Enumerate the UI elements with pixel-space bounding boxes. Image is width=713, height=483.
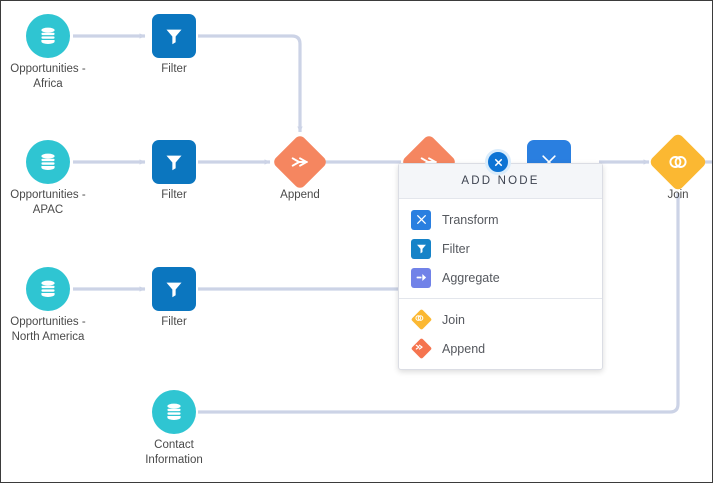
merge-arrow-icon-wrap bbox=[410, 337, 432, 360]
menu-item-label: Aggregate bbox=[442, 270, 500, 285]
aggregate-icon bbox=[411, 267, 431, 288]
join-circles-icon-wrap bbox=[410, 308, 432, 331]
funnel-icon bbox=[152, 140, 196, 184]
node-label: Append bbox=[280, 189, 320, 201]
database-icon bbox=[26, 267, 70, 311]
menu-item-transform[interactable]: Transform bbox=[399, 205, 602, 234]
database-icon bbox=[26, 140, 70, 184]
database-icon bbox=[152, 390, 196, 434]
menu-item-aggregate[interactable]: Aggregate bbox=[399, 263, 602, 292]
close-icon[interactable] bbox=[485, 149, 511, 175]
join-circles-icon bbox=[648, 132, 708, 192]
menu-item-filter[interactable]: Filter bbox=[399, 234, 602, 263]
node-label: Filter bbox=[161, 316, 187, 328]
menu-item-label: Transform bbox=[442, 212, 499, 227]
node-label: Opportunities - North America bbox=[10, 316, 86, 343]
node-label: Join bbox=[667, 189, 689, 201]
node-label: Filter bbox=[161, 63, 187, 75]
database-icon bbox=[26, 14, 70, 58]
node-label: Contact Information bbox=[145, 439, 203, 466]
edge-contact-join bbox=[198, 192, 681, 414]
funnel-icon bbox=[152, 267, 196, 311]
transform-icon bbox=[411, 209, 431, 230]
merge-arrow-icon bbox=[271, 133, 329, 191]
edge-africa-append bbox=[198, 34, 303, 133]
menu-item-label: Join bbox=[442, 312, 465, 327]
node-label: Opportunities - Africa bbox=[10, 63, 86, 90]
funnel-icon bbox=[411, 238, 431, 259]
menu-item-label: Filter bbox=[442, 241, 470, 256]
node-label: Filter bbox=[161, 189, 187, 201]
menu-item-append[interactable]: Append bbox=[399, 334, 602, 363]
add-node-menu-title: ADD NODE bbox=[461, 175, 540, 187]
menu-item-join[interactable]: Join bbox=[399, 305, 602, 334]
add-node-menu-group-combiners: Join Append bbox=[399, 298, 602, 369]
merge-arrow-icon bbox=[410, 337, 432, 360]
add-node-menu[interactable]: ADD NODE Transform Filter bbox=[398, 163, 603, 370]
add-node-menu-group-transforms: Transform Filter Aggregate bbox=[399, 199, 602, 298]
menu-item-label: Append bbox=[442, 341, 486, 356]
node-label: Opportunities - APAC bbox=[10, 189, 86, 216]
funnel-icon bbox=[152, 14, 196, 58]
join-circles-icon bbox=[410, 308, 432, 331]
